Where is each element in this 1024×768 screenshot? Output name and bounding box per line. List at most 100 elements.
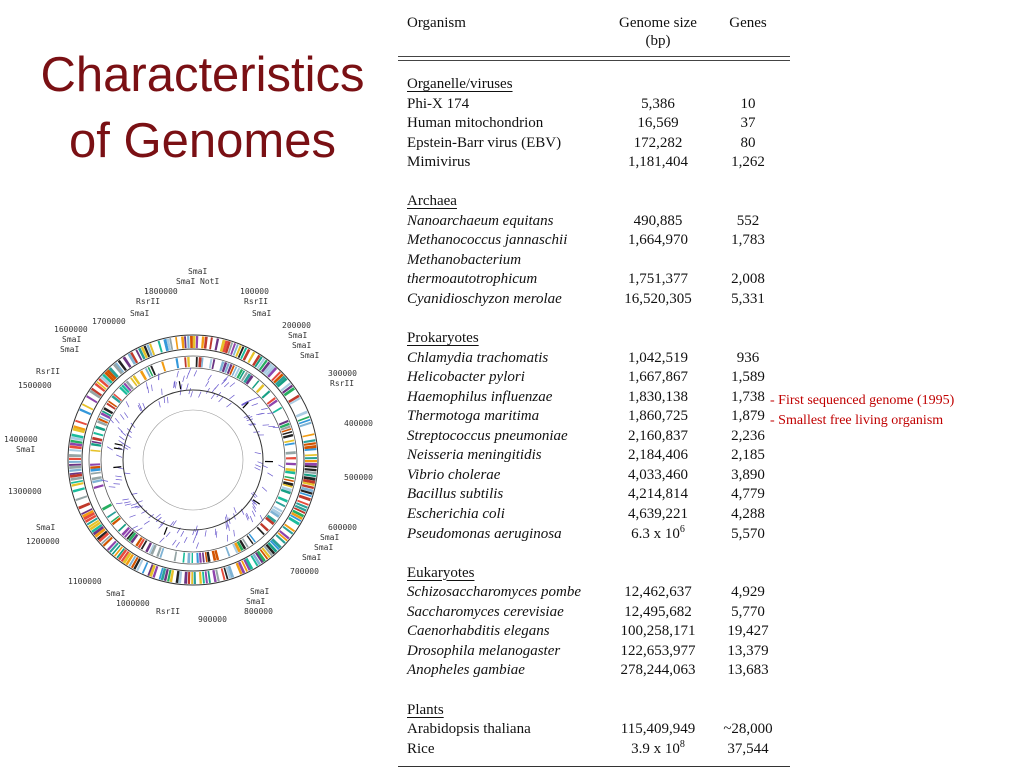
gene-tick	[180, 530, 185, 537]
gene-segment-middle	[187, 357, 190, 368]
genome-map-label: SmaI	[292, 341, 311, 350]
gene-segment-outer	[256, 550, 266, 563]
gene-tick	[136, 527, 143, 532]
gene-segment-outer	[104, 371, 115, 382]
gene-segment-outer	[280, 382, 292, 392]
gene-segment-outer	[141, 562, 149, 574]
gene-tick	[245, 514, 249, 521]
gene-tick	[115, 502, 123, 505]
gene-segment-outer	[158, 567, 164, 580]
gene-tick	[256, 413, 263, 416]
gene-segment-outer	[69, 448, 82, 452]
genome-map-label: RsrII	[36, 367, 60, 376]
gene-segment-outer	[295, 410, 308, 418]
gene-segment-middle	[110, 515, 120, 523]
cell-genes: 10	[740, 95, 756, 112]
genome-map-label: RsrII	[136, 297, 160, 306]
cell-organism: Phi-X 174	[407, 95, 470, 112]
gene-segment-outer	[69, 463, 82, 466]
gene-segment-outer	[69, 460, 82, 463]
gene-segment-outer	[116, 547, 125, 559]
gene-segment-middle	[100, 412, 111, 419]
gene-segment-outer	[292, 509, 305, 518]
gene-tick	[167, 396, 169, 404]
gene-segment-middle	[243, 373, 252, 384]
gene-tick	[225, 514, 228, 521]
gene-segment-outer	[288, 394, 300, 403]
gene-segment-outer	[88, 519, 100, 528]
gene-segment-outer	[241, 560, 248, 572]
gene-segment-outer	[304, 468, 317, 472]
gene-segment-middle	[224, 362, 230, 374]
gene-tick	[124, 501, 131, 504]
cell-genome-size: 1,042,519	[598, 349, 718, 369]
gene-tick	[188, 387, 191, 395]
gene-tick	[143, 520, 150, 525]
gene-tick	[246, 512, 250, 520]
gene-segment-outer	[175, 570, 180, 584]
gene-segment-middle	[204, 552, 208, 563]
gene-segment-middle	[229, 365, 235, 376]
cell-genes: 2,008	[731, 271, 765, 288]
gene-segment-outer	[91, 523, 103, 533]
table-row: Methanobacterium	[398, 251, 790, 271]
genome-map-label: 700000	[290, 567, 319, 576]
cell-genome-size: 16,520,305	[598, 290, 718, 310]
gene-segment-outer	[108, 367, 119, 378]
gene-segment-outer	[299, 492, 312, 498]
cell-genome-size: 4,639,221	[598, 505, 718, 525]
marker-tick	[163, 526, 168, 535]
genome-table: Organism Genome size(bp) Genes Organelle…	[398, 10, 790, 759]
gene-tick	[155, 513, 161, 519]
section-heading-label: Organelle/viruses	[407, 76, 513, 92]
gene-tick	[204, 530, 207, 537]
gene-tick	[138, 402, 142, 410]
gene-segment-middle	[106, 511, 117, 519]
gene-segment-outer	[92, 525, 105, 536]
gene-tick	[228, 524, 230, 532]
table-bottom-rule	[398, 766, 790, 767]
outer-ring-border	[67, 334, 319, 586]
gene-segment-middle	[121, 526, 131, 536]
cell-organism: Anopheles gambiae	[407, 662, 525, 679]
cell-genome-size-exponent: 8	[679, 738, 685, 750]
gene-segment-outer	[89, 521, 101, 531]
gene-tick	[267, 412, 274, 414]
slide-title-line-1: Characteristics	[40, 48, 365, 102]
cell-genes: ~28,000	[723, 721, 773, 738]
gene-segment-middle	[269, 510, 280, 518]
section-heading: Eukaryotes	[398, 564, 790, 584]
gene-segment-outer	[78, 502, 91, 510]
cell-organism: Helicobacter pylori	[407, 369, 525, 386]
genome-map-label: SmaI	[288, 331, 307, 340]
gene-tick	[137, 404, 142, 412]
gene-segment-outer	[130, 351, 139, 364]
gene-segment-middle	[272, 505, 283, 513]
gene-segment-outer	[81, 403, 94, 411]
cell-genome-size: 12,462,637	[598, 583, 718, 603]
gene-segment-outer	[84, 514, 97, 523]
table-header: Organism Genome size(bp) Genes	[398, 10, 790, 56]
cell-genes: 5,770	[731, 603, 765, 620]
gene-tick	[226, 521, 229, 528]
gene-tick	[229, 394, 235, 400]
section-spacer	[398, 681, 790, 701]
gene-segment-outer	[277, 532, 288, 542]
genome-map-label: SmaI	[16, 445, 35, 454]
gene-segment-middle	[159, 547, 165, 558]
gene-segment-outer	[106, 540, 117, 551]
gene-segment-outer	[193, 336, 196, 349]
section-heading-label: Eukaryotes	[407, 564, 475, 581]
gene-segment-middle	[226, 364, 233, 375]
gene-segment-middle	[246, 535, 254, 545]
gene-segment-outer	[294, 504, 307, 512]
